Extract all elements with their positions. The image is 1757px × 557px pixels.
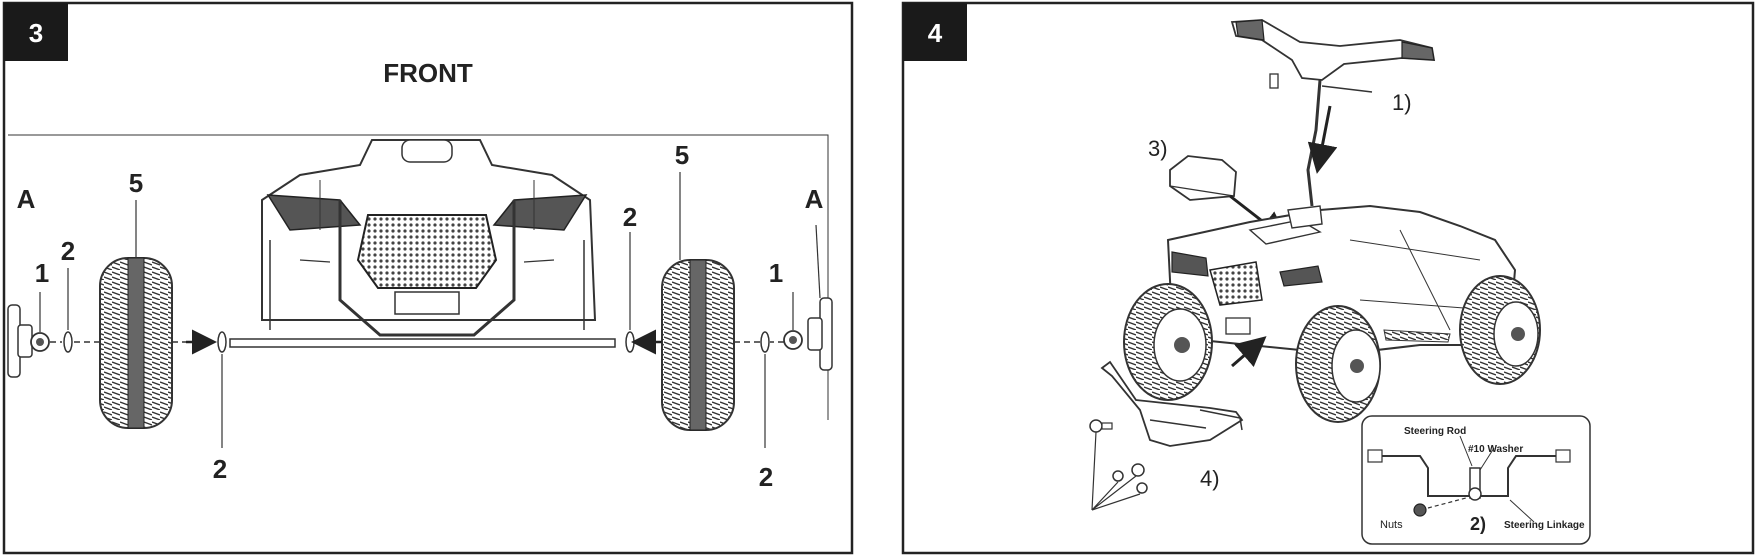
right-headlight [492, 194, 588, 231]
inset-label-washer: #10 Washer [1468, 444, 1523, 455]
washer-left-outer [63, 331, 73, 353]
left-headlight [266, 194, 362, 231]
label-5-left: 5 [129, 168, 143, 198]
inset-washer [1468, 487, 1482, 501]
label-1-right: 1 [769, 258, 783, 288]
washer-right-inner [625, 331, 635, 353]
iso-wheel-rear-right [1459, 275, 1541, 385]
handlebar-grip-left [1235, 19, 1265, 41]
left-hardware [7, 200, 227, 448]
arrow-bumper [1231, 336, 1267, 368]
step-3-number: 3 [29, 18, 43, 48]
inset-steering-detail: Steering Rod #10 Washer Nuts 2) Steering… [1361, 415, 1591, 545]
handlebar [1230, 19, 1436, 207]
inset-label-step: 2) [1470, 514, 1486, 534]
front-label: FRONT [383, 58, 473, 88]
iso-wheel-front-right [1295, 305, 1381, 423]
step-4-badge [903, 3, 967, 61]
step-3-badge [4, 3, 68, 61]
front-bumper [338, 200, 516, 337]
right-hardware [625, 172, 833, 448]
label-2-left-top: 2 [61, 236, 75, 266]
front-hitch [394, 291, 460, 315]
inset-label-steering-rod: Steering Rod [1404, 426, 1466, 437]
callout-3: 3) [1148, 136, 1168, 161]
inset-nut-icon [1413, 503, 1427, 517]
step-4-number: 4 [928, 18, 943, 48]
iso-wheel-front-left [1123, 283, 1213, 401]
vehicle-front-view [261, 139, 597, 337]
washer-left-inner [217, 331, 227, 353]
inset-label-nuts: Nuts [1380, 519, 1403, 531]
label-a-left: A [17, 184, 36, 214]
handlebar-grip-right [1401, 41, 1435, 61]
label-2-right-top: 2 [623, 202, 637, 232]
label-2-right-bottom: 2 [759, 462, 773, 492]
washer-right-outer [760, 331, 770, 353]
screws [1089, 419, 1148, 511]
axle [229, 338, 616, 348]
callout-4: 4) [1200, 466, 1220, 491]
label-1-left: 1 [35, 258, 49, 288]
vehicle-iso-view [1166, 204, 1517, 368]
label-2-left-bottom: 2 [213, 454, 227, 484]
panel-3: 3 FRONT [2, 1, 854, 555]
label-a-right: A [805, 184, 824, 214]
callout-1: 1) [1392, 90, 1412, 115]
front-grille [356, 214, 498, 289]
arrow-steering [1307, 105, 1338, 174]
label-5-right: 5 [675, 140, 689, 170]
inset-label-steering-linkage: Steering Linkage [1504, 520, 1585, 531]
panel-4: 4 [901, 1, 1755, 555]
iso-grille [1209, 261, 1263, 306]
bumper-part [1100, 360, 1244, 447]
